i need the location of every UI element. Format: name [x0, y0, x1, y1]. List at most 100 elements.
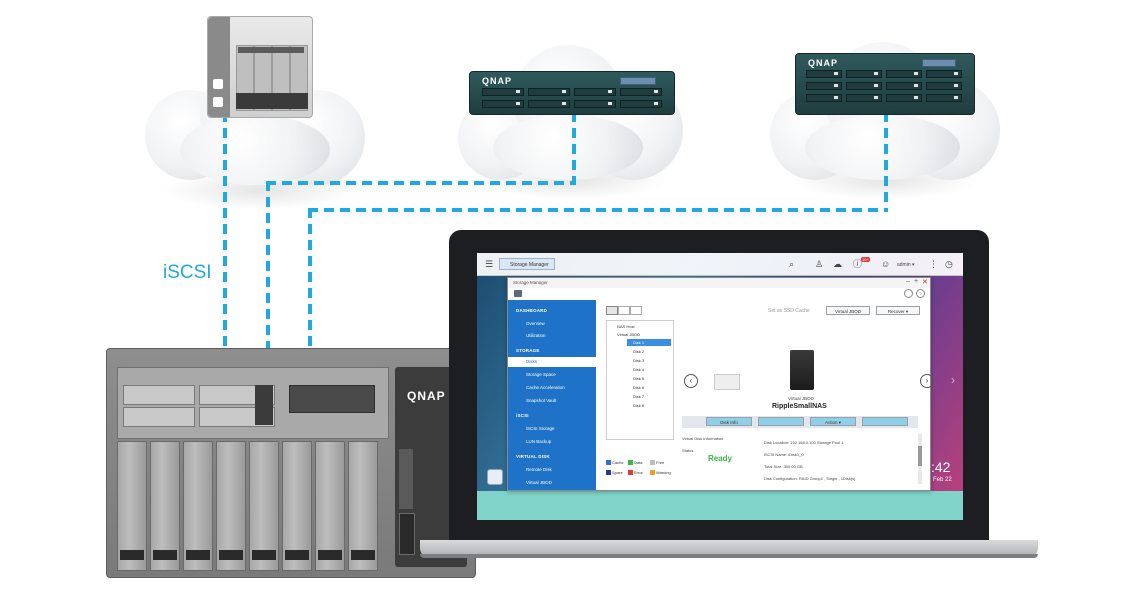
external-device-icon[interactable]: ☁: [833, 259, 842, 269]
disk-thumbnail: [714, 374, 740, 390]
sidebar-item-utilization[interactable]: Utilization: [526, 333, 546, 338]
help-icon[interactable]: ?: [916, 289, 925, 298]
virtual-jbod-button[interactable]: Virtual JBOD: [826, 306, 870, 315]
menu-icon[interactable]: ☰: [485, 259, 494, 269]
status-label: Status: [682, 448, 694, 453]
app-icon: [514, 290, 522, 297]
dashboard-icon[interactable]: ◷: [945, 259, 953, 269]
sidebar-section-iscsi[interactable]: iSCSI: [516, 413, 529, 418]
link-right-drop: [308, 208, 312, 352]
legend-free: Free: [650, 460, 664, 466]
legend-error: Error: [628, 470, 643, 476]
sidebar-item-disks[interactable]: Disks: [526, 359, 537, 364]
laptop-screen: ☰ Storage Manager ⌕ ♙ ☁ ⓘ 10+ ☺ admin ▾ …: [477, 253, 963, 520]
sidebar-item-overview[interactable]: Overview: [526, 321, 545, 326]
tree-disk-6[interactable]: Disk 6: [633, 385, 645, 390]
tree-disk-2[interactable]: Disk 2: [633, 349, 645, 354]
legend-data: Data: [628, 460, 642, 466]
disk-info-button[interactable]: Disk Info: [706, 417, 752, 426]
user-icon[interactable]: ☺: [881, 259, 891, 269]
sidebar: DASHBOARD Overview Utilization STORAGE D…: [508, 300, 596, 490]
settings-icon[interactable]: [904, 289, 913, 298]
sidebar-item-virtual-jbod[interactable]: Virtual JBOD: [526, 480, 552, 485]
more-options-icon[interactable]: ⋮: [929, 259, 938, 269]
link-right-horizontal: [308, 208, 888, 212]
tree-disk-4[interactable]: Disk 4: [633, 367, 645, 372]
legend-spare: Spare: [606, 470, 623, 476]
desktop-date: Feb 22: [933, 477, 952, 483]
laptop-base: [420, 540, 1038, 558]
window-titlebar: Storage Manager – + ✕: [508, 278, 930, 288]
minimize-icon[interactable]: –: [906, 278, 910, 285]
sidebar-item-iscsi-storage[interactable]: iSCSI Storage: [526, 426, 555, 431]
sidebar-item-snapshot-vault[interactable]: Snapshot Vault: [526, 398, 557, 403]
sidebar-item-storage-space[interactable]: Storage Space: [526, 372, 556, 377]
tab-storage-manager[interactable]: Storage Manager: [499, 258, 555, 270]
legend-swatch: [606, 460, 611, 466]
rack-display: [620, 77, 656, 85]
legend-swatch: [650, 470, 655, 476]
close-icon[interactable]: ✕: [922, 279, 928, 286]
link-middle-vertical: [572, 112, 576, 182]
iscsi-label: iSCSI: [163, 262, 212, 283]
tree-disk-7[interactable]: Disk 7: [633, 394, 645, 399]
tree-selected-highlight: [627, 339, 671, 346]
legend-swatch: [606, 470, 611, 476]
status-value: Ready: [708, 454, 733, 463]
tree-disk-3[interactable]: Disk 3: [633, 358, 645, 363]
tree-virtual-jbod[interactable]: Virtual JBOD: [617, 332, 641, 337]
sidebar-item-lun-backup[interactable]: LUN Backup: [526, 439, 552, 444]
nas-logo: QNAP: [407, 389, 446, 403]
next-device-icon[interactable]: ›: [920, 374, 934, 388]
desktop-clock: :42: [931, 459, 951, 475]
action-button-2[interactable]: [758, 417, 804, 426]
rack-server-middle: QNAP: [469, 71, 675, 115]
legend-swatch: [650, 460, 655, 466]
sidebar-active-highlight: [508, 357, 596, 367]
search-icon[interactable]: ⌕: [789, 259, 795, 269]
main-content: Set as SSD Cache Virtual JBOD Recover ▾ …: [596, 300, 934, 490]
tree-disk-5[interactable]: Disk 5: [633, 376, 645, 381]
detail-total-size: Total Size: 300.00 GB: [764, 464, 803, 469]
sidebar-item-cache-acceleration[interactable]: Cache Acceleration: [526, 385, 565, 390]
notification-badge: 10+: [861, 257, 870, 262]
notification-icon[interactable]: ⓘ: [853, 259, 863, 269]
info-scrollbar[interactable]: [918, 434, 922, 484]
action-dropdown-button[interactable]: Action ▾: [810, 417, 856, 426]
storage-manager-window: Storage Manager – + ✕ ? DASHBOARD Overvi…: [507, 277, 934, 491]
background-task-icon[interactable]: ♙: [815, 259, 824, 269]
user-menu[interactable]: admin ▾: [897, 262, 915, 268]
link-middle-horizontal: [266, 181, 576, 185]
legend-swatch: [628, 470, 633, 476]
detail-disk-configuration: Disk Configuration: RAID Group1 , Single…: [764, 476, 856, 481]
recover-button[interactable]: Recover ▾: [876, 306, 920, 315]
tower-nas: [207, 16, 313, 118]
rack-display: [922, 59, 956, 67]
set-ssd-cache-link[interactable]: Set as SSD Cache: [768, 308, 810, 314]
link-middle-drop: [266, 181, 270, 352]
view-toggle-list[interactable]: [618, 306, 630, 315]
legend-swatch: [628, 460, 633, 466]
device-type: Virtual JBOD: [788, 396, 814, 401]
maximize-icon[interactable]: +: [914, 278, 919, 285]
info-heading: Virtual Disk Information: [682, 436, 724, 441]
view-toggle-detail[interactable]: [630, 306, 642, 315]
link-right-vertical: [884, 112, 888, 210]
disk-tree: NAS Host Virtual JBOD Disk 1 Disk 2 Disk…: [606, 320, 674, 440]
sidebar-section-dashboard[interactable]: DASHBOARD: [516, 308, 548, 313]
sidebar-item-remote-disk[interactable]: Remote Disk: [526, 467, 552, 472]
tree-disk-8[interactable]: Disk 8: [633, 403, 645, 408]
action-button-4[interactable]: [862, 417, 908, 426]
nas-device-image: [790, 350, 814, 390]
sidebar-section-storage[interactable]: STORAGE: [516, 348, 540, 353]
rack-server-right: QNAP: [795, 53, 975, 115]
view-toggle-grid[interactable]: [606, 306, 618, 315]
detail-iscsi-name: iSCSI Name: iDisk1_0: [764, 452, 804, 457]
tree-disk-1[interactable]: Disk 1: [633, 340, 645, 345]
link-tower-vertical: [223, 112, 227, 352]
desktop-app-icon[interactable]: [487, 469, 503, 485]
prev-device-icon[interactable]: ‹: [684, 374, 698, 388]
desktop-next-icon[interactable]: ›: [951, 373, 955, 387]
sidebar-section-virtual-disk[interactable]: VIRTUAL DISK: [516, 454, 550, 459]
tree-nas-host[interactable]: NAS Host: [617, 324, 635, 329]
